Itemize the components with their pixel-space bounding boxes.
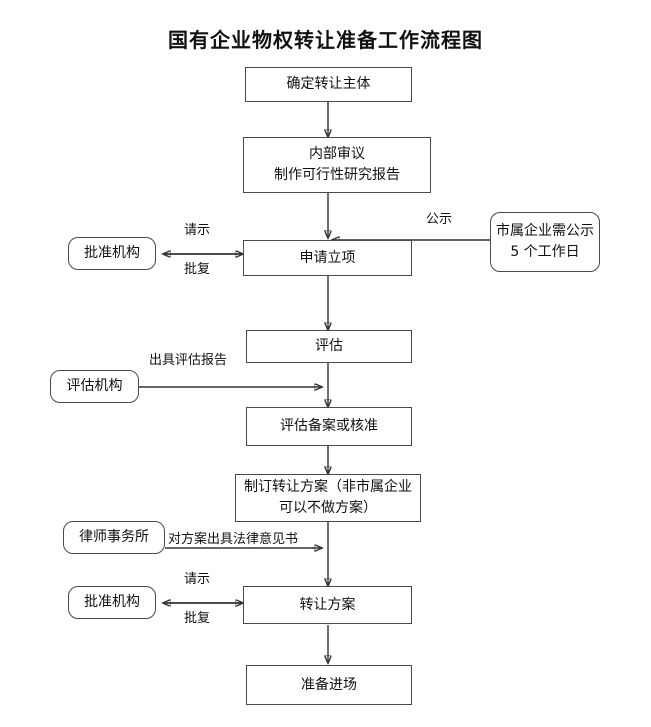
node-label: 申请立项: [299, 249, 356, 266]
node-internal-review[interactable]: 内部审议 制作可行性研究报告: [243, 137, 431, 193]
edge-label-legal-opinion: 对方案出具法律意见书: [166, 528, 301, 547]
edge-label-request-bottom: 请示: [182, 568, 213, 587]
node-label: 律师事务所: [79, 529, 149, 545]
node-label: 评估备案或核准: [280, 418, 378, 434]
node-prepare-enter-market[interactable]: 准备进场: [246, 665, 412, 705]
node-label: 评估: [315, 338, 343, 354]
node-label-line2: 制作可行性研究报告: [274, 167, 400, 183]
node-city-enterprise-public-notice[interactable]: 市属企业需公示 5 个工作日: [490, 212, 600, 272]
edge-label-issue-valuation-report: 出具评估报告: [147, 349, 230, 368]
node-valuation-record-or-approval[interactable]: 评估备案或核准: [246, 407, 412, 446]
node-valuation[interactable]: 评估: [246, 330, 412, 363]
node-approval-organization-top[interactable]: 批准机构: [68, 237, 156, 270]
node-law-firm[interactable]: 律师事务所: [63, 521, 165, 554]
page-title: 国有企业物权转让准备工作流程图: [168, 28, 483, 52]
node-label: 准备进场: [301, 676, 357, 693]
node-label: 批准机构: [84, 594, 140, 610]
node-label: 转让方案: [299, 596, 356, 613]
edge-label-public-notice: 公示: [424, 208, 455, 227]
node-approval-organization-bottom[interactable]: 批准机构: [68, 586, 156, 619]
edge-label-request-top: 请示: [182, 219, 213, 238]
edge-label-reply-top: 批复: [182, 258, 213, 277]
node-apply-project[interactable]: 申请立项: [243, 240, 412, 276]
node-draft-transfer-plan[interactable]: 制订转让方案（非市属企业 可以不做方案）: [235, 474, 421, 522]
node-label-line1: 制订转让方案（非市属企业: [244, 479, 412, 495]
node-label: 确定转让主体: [286, 76, 371, 92]
node-transfer-plan[interactable]: 转让方案: [243, 586, 412, 624]
node-label-line2: 5 个工作日: [510, 244, 580, 260]
node-label-line1: 内部审议: [309, 146, 365, 162]
node-confirm-transfer-subject[interactable]: 确定转让主体: [245, 67, 412, 102]
node-label-line2: 可以不做方案）: [279, 500, 377, 516]
edge-label-reply-bottom: 批复: [182, 607, 213, 626]
node-valuation-organization[interactable]: 评估机构: [50, 370, 139, 403]
node-label: 评估机构: [66, 378, 123, 394]
node-label-line1: 市属企业需公示: [496, 223, 594, 239]
node-label: 批准机构: [84, 245, 140, 261]
